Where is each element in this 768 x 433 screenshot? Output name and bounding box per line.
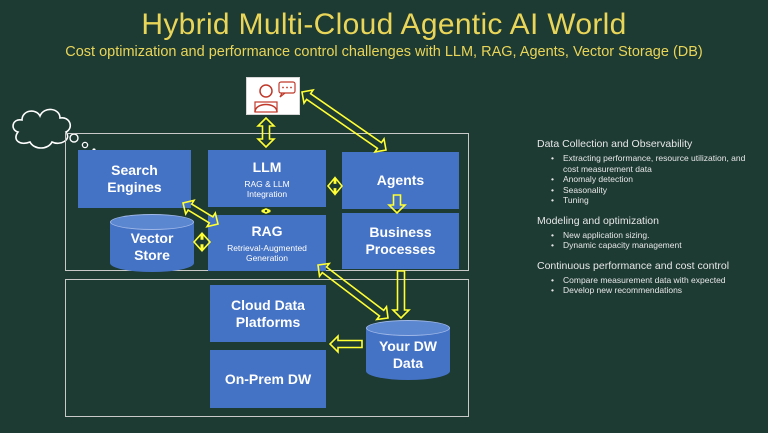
section-heading-data-collection: Data Collection and Observability <box>537 138 693 150</box>
search-engines-label: Search Engines <box>107 162 162 195</box>
section-heading-modeling: Modeling and optimization <box>537 214 659 227</box>
list-item: Anomaly detection <box>551 174 759 185</box>
arrow-agents-business <box>387 194 407 215</box>
arrow-llm-agents <box>326 176 344 196</box>
list-item: Develop new recommendations <box>551 285 759 296</box>
list-item: Extracting performance, resource utiliza… <box>551 153 759 174</box>
list-item: Compare measurement data with expected <box>551 275 759 286</box>
cloud-data-platforms-label: Cloud Data Platforms <box>231 296 305 330</box>
arrow-llm-rag <box>261 208 271 214</box>
page-title: Hybrid Multi-Cloud Agentic AI World <box>141 8 627 41</box>
data-layer-frame <box>65 279 469 417</box>
user-chat-icon <box>246 77 300 115</box>
list-item: Dynamic capacity management <box>551 240 759 251</box>
rag-sublabel: Retrieval-Augmented Generation <box>227 243 307 263</box>
onprem-dw-label: On-Prem DW <box>224 370 312 387</box>
onprem-dw-node: On-Prem DW <box>210 350 326 408</box>
vector-store-cylinder: Vector Store <box>110 214 194 272</box>
observability-panel: Data Collection and Observability Extrac… <box>537 138 759 296</box>
arrow-user-llm <box>256 116 276 149</box>
rag-node: RAG Retrieval-Augmented Generation <box>208 215 326 271</box>
your-dw-data-cylinder: Your DW Data <box>366 320 450 380</box>
page-subtitle: Cost optimization and performance contro… <box>65 44 703 60</box>
rag-label: RAG <box>251 223 283 239</box>
business-processes-label: Business Processes <box>365 224 436 257</box>
arrow-user-agents <box>301 88 387 154</box>
list-item: New application sizing. <box>551 230 759 241</box>
llm-sublabel: RAG & LLM Integration <box>244 178 290 199</box>
section-heading-continuous-control: Continuous performance and cost control <box>537 259 730 272</box>
arrow-rag-dw <box>317 262 389 321</box>
llm-label: LLM <box>252 158 282 175</box>
your-dw-data-label: Your DW Data <box>378 338 438 371</box>
vector-store-label: Vector Store <box>130 230 174 263</box>
arrow-search-rag <box>182 199 219 228</box>
arrow-business-dw <box>391 270 411 320</box>
list-item: Tuning <box>551 195 759 206</box>
llm-node: LLM RAG & LLM Integration <box>208 150 326 207</box>
arrow-vector-rag <box>192 231 212 253</box>
agents-label: Agents <box>376 172 425 188</box>
search-engines-node: Search Engines <box>78 150 191 208</box>
business-processes-node: Business Processes <box>342 213 459 269</box>
list-item: Seasonality <box>551 185 759 196</box>
arrow-dw-cloud <box>328 334 363 354</box>
cloud-data-platforms-node: Cloud Data Platforms <box>210 285 326 342</box>
